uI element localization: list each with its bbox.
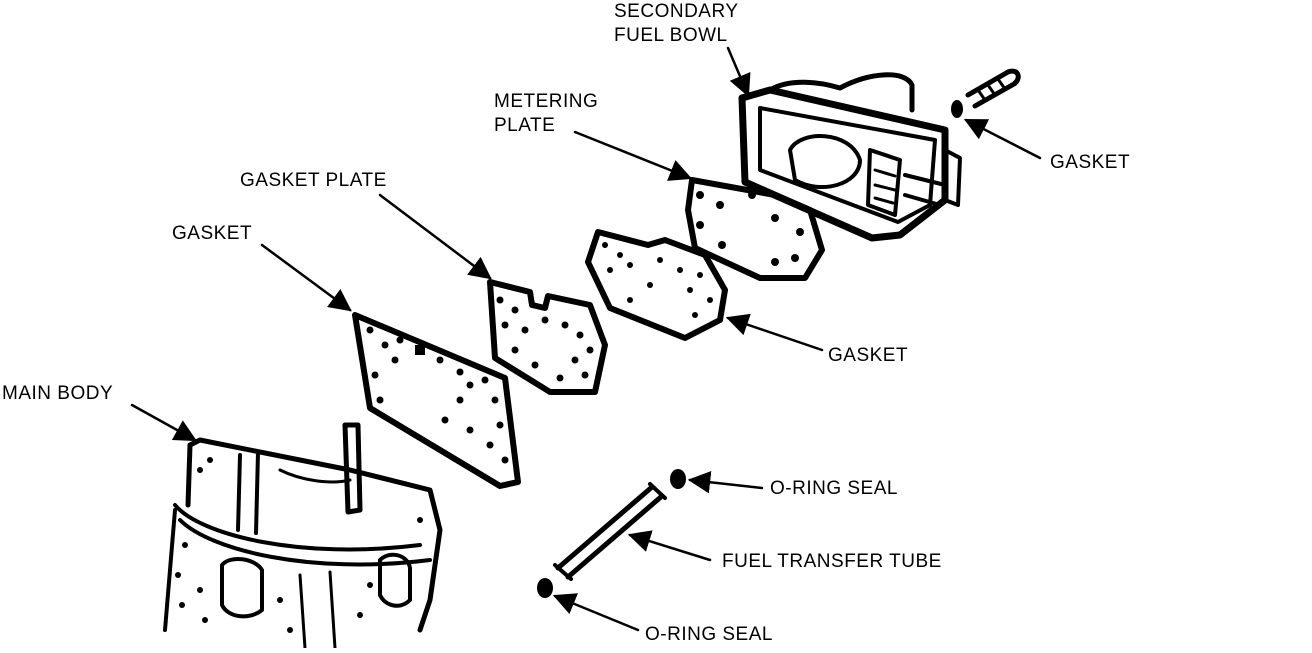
gasket-left-part [352,312,521,489]
o-ring-upper-part [670,469,686,489]
leader-lines [130,46,1042,632]
label-metering-plate-line2: PLATE [494,115,556,136]
label-metering-plate-line1: METERING [494,91,599,112]
screw-part [951,68,1021,118]
gasket-plate-part [487,279,608,395]
label-gasket-left: GASKET [172,223,253,244]
gasket-middle-part [585,229,728,341]
label-fuel-transfer-tube: FUEL TRANSFER TUBE [722,551,942,572]
o-ring-lower-part [537,578,553,598]
label-gasket-plate: GASKET PLATE [240,170,387,191]
label-secondary-fuel-bowl-line1: SECONDARY [614,1,739,22]
secondary-fuel-bowl-part [738,72,962,242]
label-gasket-top-right: GASKET [1050,152,1131,173]
label-secondary-fuel-bowl-line2: FUEL BOWL [614,25,728,46]
label-o-ring-seal-upper: O-RING SEAL [770,478,898,499]
main-body-part [163,422,443,650]
label-gasket-middle: GASKET [828,345,909,366]
label-main-body: MAIN BODY [2,383,114,404]
label-o-ring-seal-lower: O-RING SEAL [645,624,773,645]
fuel-transfer-tube-part [553,482,667,581]
